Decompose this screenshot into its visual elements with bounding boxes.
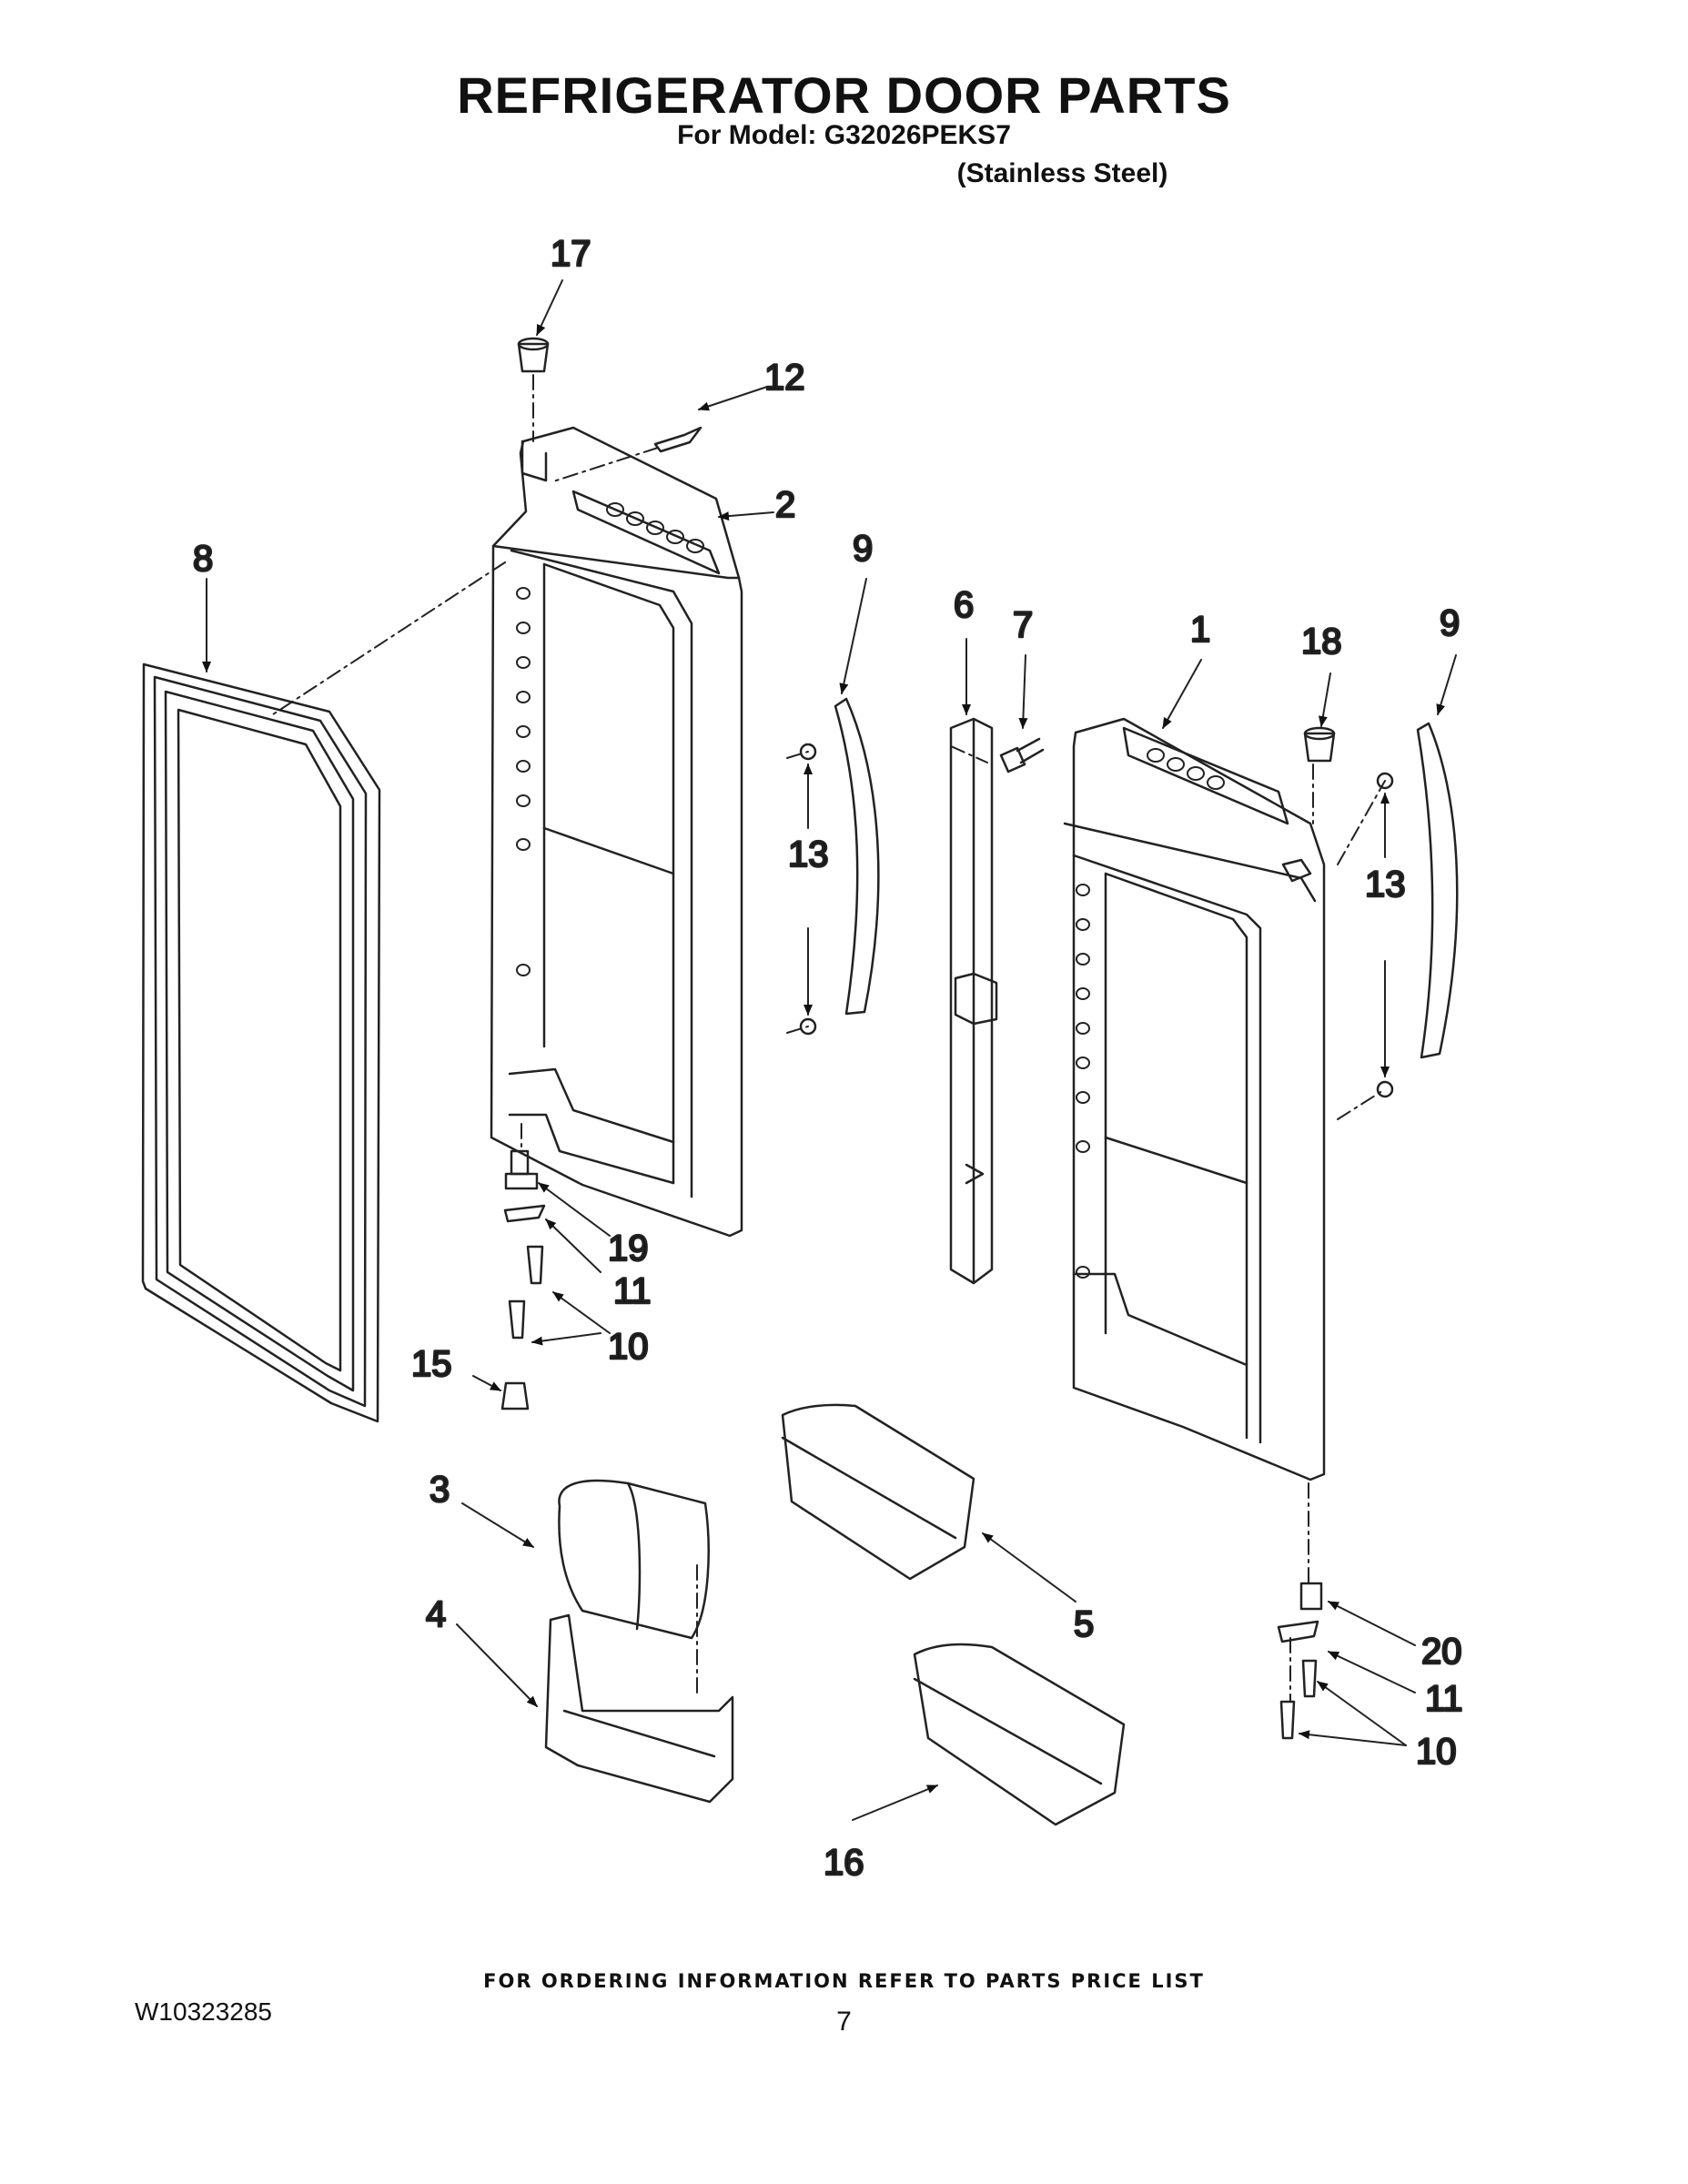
dairy-bin: [544, 1613, 734, 1804]
door-bin-16: [913, 1643, 1126, 1826]
handle-mount-studs: [799, 743, 1394, 1098]
left-door-liner: [490, 426, 743, 1238]
callout-2: 2: [775, 485, 795, 525]
callout-16: 16: [824, 1843, 864, 1883]
callout-19: 19: [608, 1228, 649, 1269]
callout-9-left: 9: [853, 529, 873, 569]
door-bin-5: [781, 1403, 975, 1581]
callout-3: 3: [430, 1470, 450, 1510]
right-door-liner: [1063, 717, 1326, 1481]
door-stop-bushing: [500, 1381, 530, 1410]
assembly-lines: [272, 374, 1386, 1703]
callout-11-left: 11: [613, 1271, 652, 1311]
dairy-compartment-door: [558, 1479, 710, 1640]
center-mullion: [949, 717, 998, 1285]
callout-12: 12: [764, 358, 805, 398]
right-bottom-hinge-hardware: [1277, 1582, 1323, 1740]
callout-18: 18: [1301, 622, 1342, 662]
right-door-handle: [1416, 722, 1459, 1059]
callout-10-right: 10: [1416, 1732, 1457, 1772]
finish-line: (Stainless Steel): [956, 158, 1168, 188]
left-door-handle: [834, 697, 880, 1016]
model-line: For Model: G32026PEKS7: [677, 120, 1011, 150]
callout-8: 8: [193, 539, 213, 579]
callout-7: 7: [1013, 605, 1033, 645]
leader-arrows: [202, 279, 1457, 1821]
callout-11-right: 11: [1425, 1679, 1463, 1719]
callout-17: 17: [551, 234, 591, 274]
left-bottom-hinge-hardware: [503, 1149, 546, 1340]
hinge-shim: [653, 426, 702, 453]
callout-4: 4: [426, 1594, 446, 1634]
callout-5: 5: [1074, 1604, 1094, 1644]
callout-20: 20: [1421, 1632, 1462, 1672]
callout-13-right: 13: [1365, 864, 1406, 905]
document-number: W10323285: [135, 1997, 273, 2026]
callout-10-left: 10: [608, 1327, 649, 1367]
page-title: REFRIGERATOR DOOR PARTS: [457, 66, 1231, 124]
callout-9-right: 9: [1440, 603, 1460, 643]
callout-15: 15: [411, 1344, 452, 1384]
ordering-note: FOR ORDERING INFORMATION REFER TO PARTS …: [483, 1970, 1205, 1992]
top-hinge-bushing-18: [1303, 726, 1336, 763]
callout-1: 1: [1190, 610, 1210, 650]
callout-6: 6: [954, 585, 974, 625]
page-number: 7: [836, 2007, 852, 2037]
door-gasket: [141, 662, 381, 1423]
mullion-screw: [999, 737, 1045, 774]
top-hinge-bushing-17: [517, 337, 550, 373]
callout-13-left: 13: [788, 834, 829, 875]
